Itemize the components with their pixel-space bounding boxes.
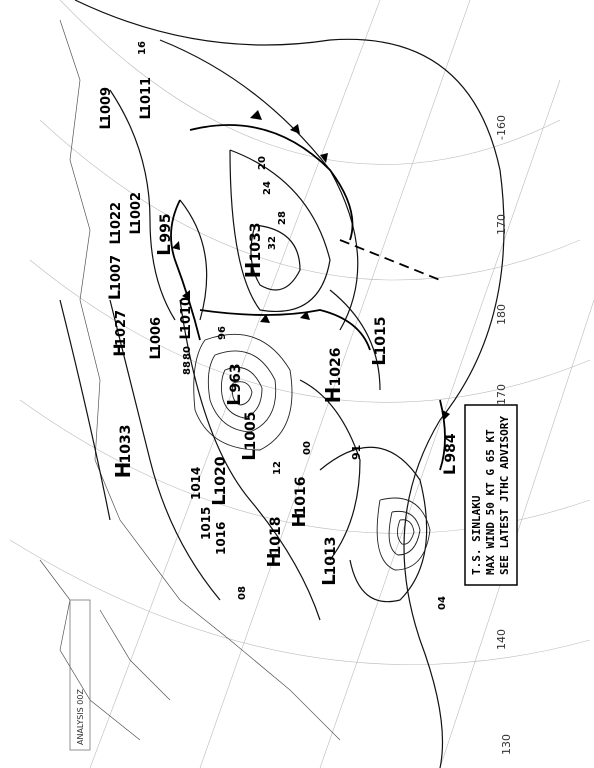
svg-text:140: 140	[495, 629, 508, 650]
svg-text:1026: 1026	[328, 348, 344, 387]
low-center: L 1009	[98, 87, 114, 130]
fronts	[170, 110, 450, 471]
svg-text:H: H	[264, 552, 285, 567]
svg-text:963: 963	[228, 363, 244, 392]
low-center: L 1011	[138, 77, 154, 120]
low-center: L 1005	[239, 412, 260, 461]
low-center: L 1015	[369, 317, 390, 366]
svg-text:H: H	[110, 343, 129, 356]
corner-caption: ANALYSIS 00Z	[69, 599, 91, 751]
svg-text:L: L	[138, 110, 154, 119]
svg-text:04: 04	[437, 596, 448, 610]
svg-text:L: L	[319, 574, 340, 585]
svg-text:88: 88	[182, 361, 193, 375]
svg-text:L: L	[239, 449, 260, 460]
svg-text:1014: 1014	[189, 467, 203, 500]
svg-text:1018: 1018	[268, 517, 284, 556]
coastlines	[39, 19, 341, 741]
svg-text:1011: 1011	[139, 77, 154, 113]
svg-text:1027: 1027	[114, 310, 129, 346]
svg-text:91: 91	[350, 445, 363, 460]
svg-text:1006: 1006	[149, 317, 164, 353]
svg-text:08: 08	[237, 586, 248, 600]
svg-text:1016: 1016	[214, 522, 228, 555]
high-center: H 1026	[321, 348, 345, 404]
svg-text:1020: 1020	[213, 456, 229, 495]
svg-text:170: 170	[495, 214, 508, 235]
svg-text:995: 995	[158, 213, 174, 242]
svg-text:180: 180	[495, 304, 508, 325]
svg-text:L: L	[369, 354, 390, 365]
advisory-note: SEE LATEST JTHC ADVISORY	[498, 416, 511, 575]
low-center: L 1002	[128, 192, 144, 235]
svg-text:80: 80	[182, 346, 193, 360]
svg-text:L: L	[108, 235, 124, 244]
low-center: L 995	[154, 213, 175, 255]
svg-text:1022: 1022	[109, 202, 124, 238]
svg-text:L: L	[440, 465, 459, 475]
svg-text:L: L	[209, 494, 230, 505]
svg-text:-160: -160	[495, 115, 508, 140]
svg-text:H: H	[241, 262, 265, 279]
low-center: L 1020	[209, 456, 230, 505]
low-center: L 1006	[148, 317, 164, 360]
high-center: H 1027	[110, 310, 129, 357]
high-center: H 1033	[241, 223, 265, 279]
svg-text:1015: 1015	[373, 317, 389, 356]
svg-text:1016: 1016	[293, 477, 309, 516]
svg-text:1010: 1010	[179, 297, 194, 333]
high-center: H 1018	[264, 517, 285, 568]
svg-text:ANALYSIS 00Z: ANALYSIS 00Z	[76, 689, 85, 745]
high-center: H 1016	[289, 477, 310, 528]
svg-text:1015: 1015	[199, 507, 213, 540]
svg-text:L: L	[178, 330, 194, 339]
svg-text:L: L	[224, 394, 245, 405]
advisory-storm: T.S. SINLAKU	[470, 495, 483, 575]
low-center: L 1022	[108, 202, 124, 245]
svg-text:L: L	[128, 225, 144, 234]
isobar-labels: 16 20 24 28 32 12 08 04 00 96 88 80 91 1…	[137, 41, 448, 610]
svg-text:130: 130	[500, 734, 513, 755]
svg-text:L: L	[98, 120, 114, 129]
svg-text:1033: 1033	[248, 223, 264, 262]
advisory-box: T.S. SINLAKU MAX WIND 50 KT G 65 KT SEE …	[464, 404, 518, 586]
svg-text:170: 170	[495, 384, 508, 405]
svg-text:L: L	[148, 350, 164, 359]
svg-text:16: 16	[137, 41, 148, 55]
svg-text:1007: 1007	[109, 255, 124, 291]
svg-text:H: H	[289, 512, 310, 527]
isobars	[59, 0, 505, 768]
svg-text:1002: 1002	[129, 192, 144, 228]
svg-text:1033: 1033	[118, 425, 134, 464]
low-center: L 1013	[319, 537, 340, 586]
low-center: L 963	[224, 363, 245, 405]
low-center: L 1010	[178, 297, 194, 340]
pressure-centers: H 1033 H 1033 H 1026 L 963 L 995 L 1005 …	[98, 77, 459, 586]
svg-text:1009: 1009	[99, 87, 114, 123]
low-center: L 984	[440, 433, 459, 475]
high-center: H 1033	[111, 425, 135, 479]
svg-text:12: 12	[272, 461, 283, 475]
svg-text:32: 32	[267, 236, 278, 250]
svg-text:H: H	[321, 387, 345, 404]
low-center: L 1007	[105, 255, 124, 300]
advisory-wind: MAX WIND 50 KT G 65 KT	[484, 429, 497, 575]
svg-text:H: H	[111, 462, 135, 479]
svg-text:28: 28	[277, 211, 288, 225]
svg-text:1013: 1013	[323, 537, 339, 576]
svg-text:984: 984	[443, 433, 459, 462]
svg-text:96: 96	[217, 326, 228, 340]
svg-text:00: 00	[302, 441, 313, 455]
svg-text:20: 20	[257, 156, 268, 170]
svg-text:L: L	[154, 244, 175, 255]
svg-text:1005: 1005	[243, 412, 259, 451]
svg-text:24: 24	[262, 181, 273, 195]
svg-text:L: L	[105, 290, 124, 300]
